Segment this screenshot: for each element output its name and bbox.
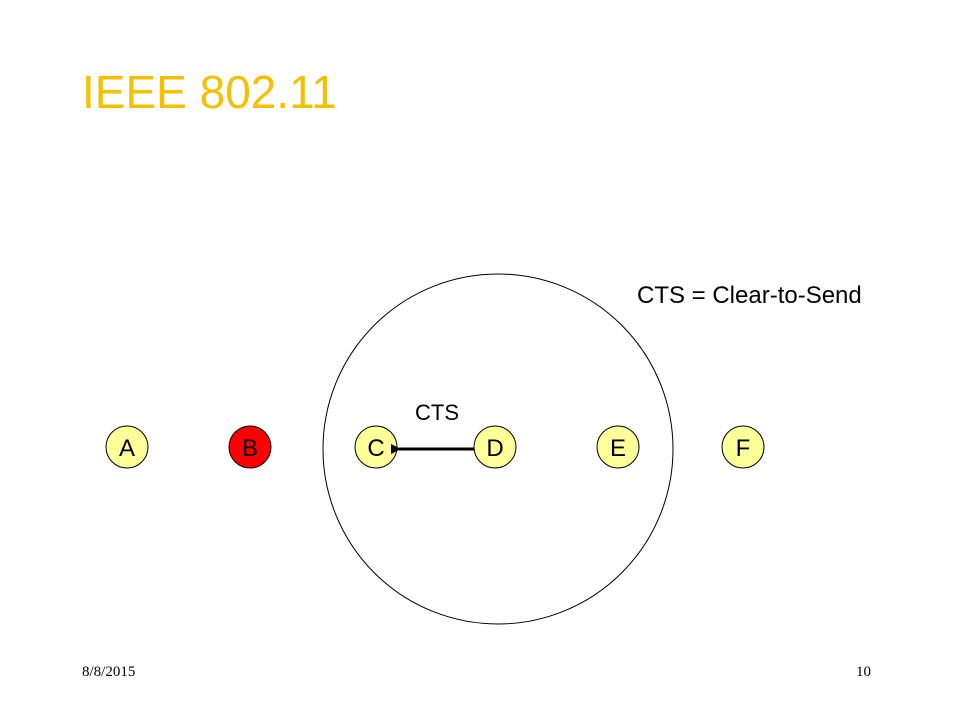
node-e-shape [596,425,640,469]
node-d: D [473,425,517,469]
node-d-shape [473,425,517,469]
node-b: B [228,425,272,469]
transmission-range-circle [322,273,674,625]
node-c: C [354,425,398,469]
node-a-shape [105,425,149,469]
node-a-label: A [119,435,135,462]
node-f-label: F [736,435,751,462]
node-f-shape [721,425,765,469]
node-c-label: C [367,435,384,462]
node-e-label: E [610,435,626,462]
cts-message-label: CTS [415,400,459,425]
node-a: A [105,425,149,469]
node-b-label: B [242,435,258,462]
node-e: E [596,425,640,469]
slide-title: IEEE 802.11 [82,66,337,118]
node-b-shape [228,425,272,469]
cts-definition: CTS = Clear-to-Send [637,282,862,309]
node-f: F [721,425,765,469]
node-d-label: D [486,435,503,462]
footer-date: 8/8/2015 [82,664,136,680]
page-number: 10 [856,664,871,680]
